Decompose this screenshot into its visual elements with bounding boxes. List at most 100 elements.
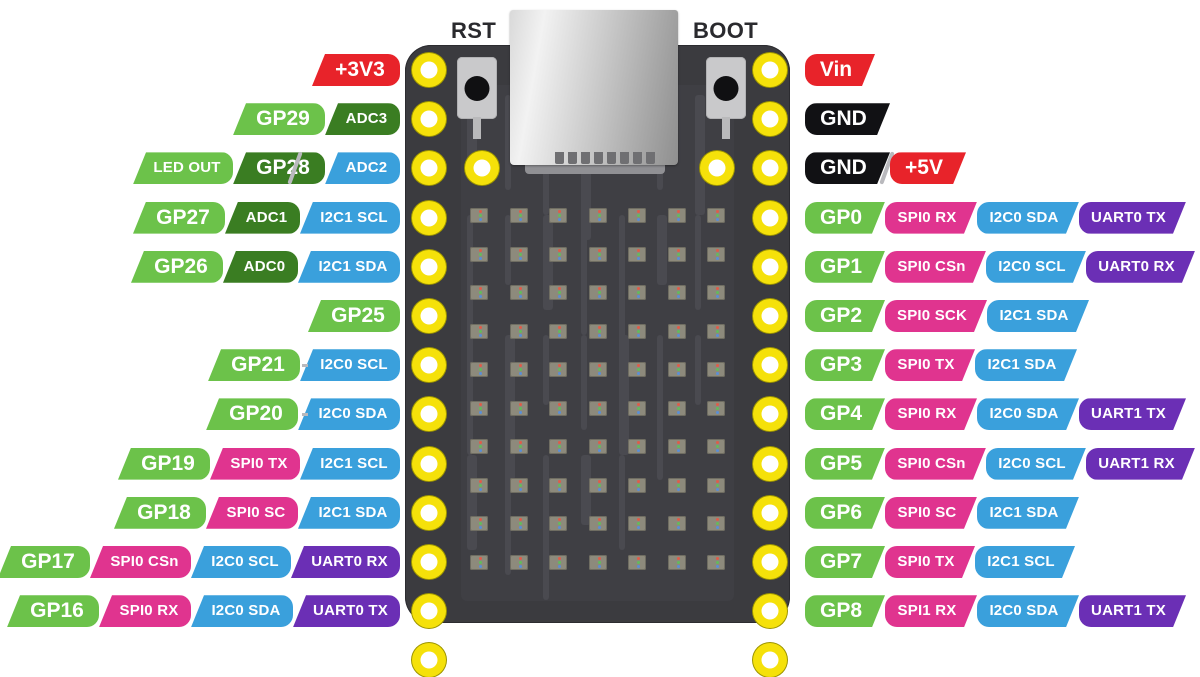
rgb-led: [667, 323, 686, 339]
pin-function-label[interactable]: GP19: [118, 447, 210, 480]
rgb-led: [628, 285, 646, 300]
rgb-led: [628, 323, 646, 339]
rgb-led: [588, 208, 607, 223]
pin-function-label[interactable]: I2C1 SCL: [300, 201, 400, 234]
pin-function-label[interactable]: I2C1 SCL: [300, 447, 400, 480]
rgb-led: [707, 477, 725, 493]
rgb-led: [667, 362, 686, 377]
pin-pad: [753, 102, 787, 137]
pin-function-label[interactable]: GP2: [805, 300, 885, 332]
rgb-led: [628, 400, 646, 416]
pin-function-label[interactable]: UART1 TX: [1079, 398, 1186, 430]
pin-function-label[interactable]: UART0 TX: [1079, 202, 1186, 234]
pin-function-label[interactable]: SPI0 SC: [206, 496, 298, 529]
pin-function-label[interactable]: SPI0 RX: [99, 595, 191, 628]
rgb-led: [470, 246, 488, 262]
rgb-led: [549, 400, 567, 416]
pin-function-label[interactable]: GP25: [308, 300, 400, 332]
pin-function-label[interactable]: GP20: [206, 398, 298, 431]
pin-function-label[interactable]: SPI1 RX: [885, 595, 977, 627]
pin-function-label[interactable]: GP17: [0, 546, 90, 578]
boot-button[interactable]: [706, 57, 746, 139]
pin-function-label[interactable]: GP28: [233, 152, 325, 185]
rgb-led: [509, 362, 528, 377]
pin-function-label[interactable]: I2C0 SCL: [191, 546, 291, 578]
pin-function-label[interactable]: SPI0 TX: [885, 546, 975, 578]
pin-function-label[interactable]: UART0 TX: [293, 595, 400, 628]
reset-button[interactable]: [457, 57, 497, 139]
pin-function-label[interactable]: I2C1 SDA: [298, 496, 400, 529]
pin-function-label[interactable]: ADC0: [223, 250, 298, 283]
pin-function-label[interactable]: ADC3: [325, 103, 400, 136]
rgb-led: [628, 554, 646, 570]
pcb-trace: [543, 455, 549, 600]
pin-function-label[interactable]: GP7: [805, 546, 885, 578]
pin-function-label[interactable]: SPI0 TX: [210, 447, 300, 480]
pin-function-label[interactable]: I2C0 SDA: [977, 398, 1079, 430]
pin-function-label[interactable]: GP3: [805, 349, 885, 381]
pin-function-label[interactable]: ADC2: [325, 152, 400, 185]
rgb-led: [588, 285, 607, 300]
rgb-led: [588, 439, 607, 454]
pin-function-label[interactable]: GP16: [7, 595, 99, 628]
pcb-trace: [505, 95, 511, 190]
pin-function-label[interactable]: GP29: [233, 103, 325, 136]
pin-function-label[interactable]: I2C0 SDA: [298, 398, 400, 431]
pin-function-label[interactable]: GP8: [805, 595, 885, 627]
pin-function-label[interactable]: I2C0 SCL: [986, 448, 1086, 480]
pin-pad: [753, 594, 787, 629]
pin-pad: [412, 446, 446, 481]
pin-function-label[interactable]: +5V: [890, 152, 966, 184]
boot-button-label: BOOT: [693, 18, 759, 43]
rgb-led: [509, 323, 528, 339]
pin-function-label[interactable]: I2C0 SDA: [977, 202, 1079, 234]
pin-function-label[interactable]: GP26: [131, 250, 223, 283]
pin-function-label[interactable]: I2C1 SDA: [975, 349, 1077, 381]
pin-function-label[interactable]: SPI0 TX: [885, 349, 975, 381]
pin-function-label[interactable]: GP27: [133, 201, 225, 234]
pin-function-label[interactable]: SPI0 RX: [885, 398, 977, 430]
pin-function-label[interactable]: SPI0 RX: [885, 202, 977, 234]
pin-pad: [412, 545, 446, 579]
pin-function-label[interactable]: I2C1 SDA: [987, 300, 1089, 332]
pin-pad: [412, 53, 446, 87]
pin-function-label[interactable]: +3V3: [312, 54, 400, 86]
pin-function-label[interactable]: GP5: [805, 448, 885, 480]
pin-function-label[interactable]: I2C0 SDA: [977, 595, 1079, 627]
pin-function-label[interactable]: GP1: [805, 251, 885, 283]
pin-function-label[interactable]: SPI0 CSn: [885, 251, 986, 283]
pin-function-label[interactable]: LED OUT: [133, 152, 233, 185]
pin-function-label[interactable]: GP18: [114, 496, 206, 529]
rgb-led: [628, 439, 646, 454]
pin-function-label[interactable]: GND: [805, 103, 890, 135]
pin-function-label[interactable]: I2C0 SDA: [191, 595, 293, 628]
pin-function-label[interactable]: I2C1 SCL: [975, 546, 1075, 578]
pin-function-label[interactable]: GND: [805, 152, 890, 184]
pin-function-label[interactable]: UART1 TX: [1079, 595, 1186, 627]
pin-function-label[interactable]: GP0: [805, 202, 885, 234]
pin-function-label[interactable]: SPI0 SC: [885, 497, 977, 529]
pin-function-label[interactable]: ADC1: [225, 201, 300, 234]
pin-function-label[interactable]: UART0 RX: [1086, 251, 1195, 283]
rgb-led: [707, 400, 725, 416]
pin-function-label[interactable]: GP21: [208, 349, 300, 382]
pin-function-label[interactable]: SPI0 CSn: [885, 448, 986, 480]
rgb-led: [588, 554, 607, 570]
pin-function-label[interactable]: SPI0 SCK: [885, 300, 987, 332]
pin-function-label[interactable]: UART0 RX: [291, 546, 400, 578]
pin-function-label[interactable]: GP6: [805, 497, 885, 529]
rgb-led: [667, 400, 686, 416]
pin-function-label[interactable]: I2C0 SCL: [986, 251, 1086, 283]
rgb-led: [549, 362, 567, 377]
pin-function-label[interactable]: I2C1 SDA: [977, 497, 1079, 529]
pin-function-label[interactable]: I2C0 SCL: [300, 349, 400, 382]
rgb-led: [470, 323, 488, 339]
pin-pad: [753, 200, 787, 235]
pin-pad: [412, 151, 446, 186]
pin-function-label[interactable]: I2C1 SDA: [298, 250, 400, 283]
pin-function-label[interactable]: UART1 RX: [1086, 448, 1195, 480]
pin-pad: [412, 299, 446, 333]
pin-function-label[interactable]: SPI0 CSn: [90, 546, 191, 578]
pin-function-label[interactable]: Vin: [805, 54, 875, 86]
pin-function-label[interactable]: GP4: [805, 398, 885, 430]
